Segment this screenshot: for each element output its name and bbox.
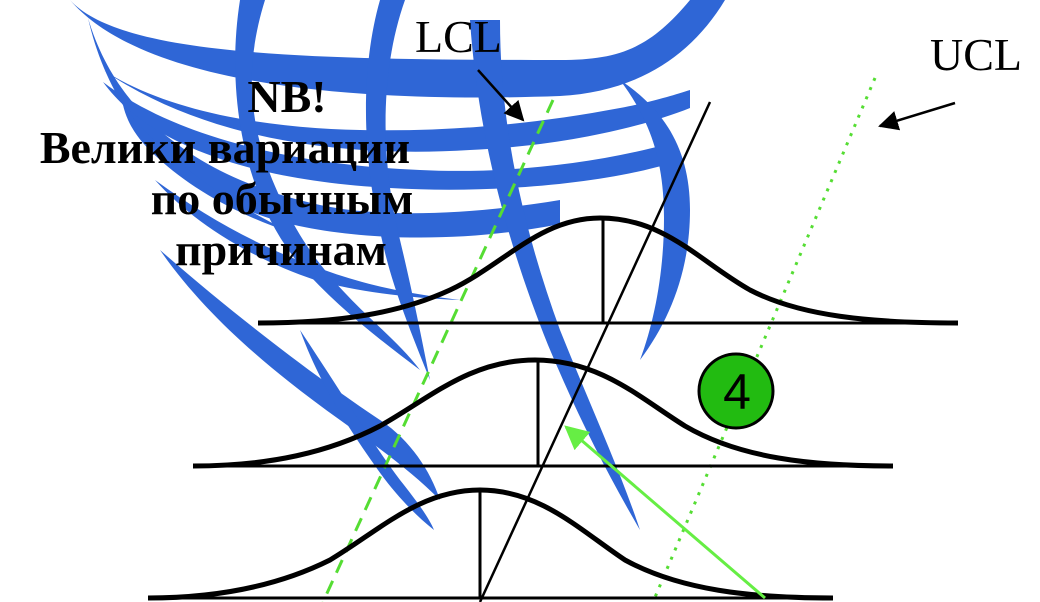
note-line-1: NB! (247, 71, 326, 122)
step-badge-number: 4 (723, 364, 751, 420)
bell-curve-top (257, 215, 959, 326)
step-badge: 4 (697, 352, 775, 430)
distribution-bottom (147, 487, 834, 601)
note-line-2: Велики вариации (40, 122, 410, 173)
ucl-pointer-arrow-icon (878, 101, 956, 131)
lcl-label: LCL (415, 11, 502, 62)
lcl-limit-line (321, 99, 555, 602)
green-pointer-arrow-icon (564, 425, 766, 600)
ucl-label: UCL (930, 29, 1022, 80)
mean-trend-line (478, 101, 712, 602)
note-line-3: по обычным (151, 173, 414, 224)
step-badge-circle (697, 352, 775, 430)
note-block: NB! Велики вариации по обычным причинам (40, 71, 413, 275)
note-line-4: причинам (175, 224, 387, 275)
bell-curve-middle (192, 357, 894, 469)
globe-logo-icon (70, 0, 725, 530)
lcl-pointer-arrow-icon (477, 69, 525, 122)
ucl-limit-line (651, 77, 877, 602)
